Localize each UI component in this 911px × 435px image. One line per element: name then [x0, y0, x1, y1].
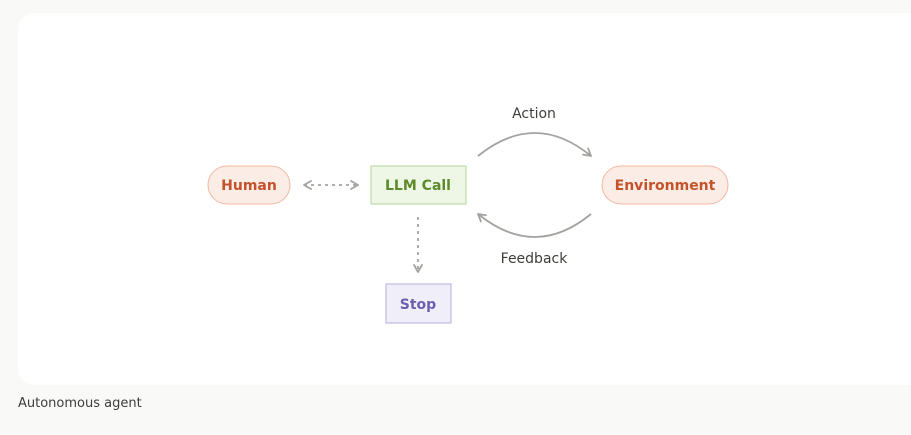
- stop-label: Stop: [400, 297, 436, 313]
- human-node: Human: [207, 165, 291, 205]
- stop-node: Stop: [385, 283, 452, 324]
- llm-call-label: LLM Call: [385, 178, 451, 194]
- feedback-label: Feedback: [501, 251, 569, 267]
- action-arrow: [477, 132, 592, 157]
- environment-node: Environment: [601, 165, 729, 205]
- environment-label: Environment: [615, 178, 716, 194]
- diagram-caption: Autonomous agent: [18, 396, 142, 411]
- feedback-arrow: [477, 213, 592, 238]
- human-label: Human: [221, 178, 277, 194]
- llm-call-node: LLM Call: [370, 165, 467, 205]
- action-label: Action: [512, 106, 556, 122]
